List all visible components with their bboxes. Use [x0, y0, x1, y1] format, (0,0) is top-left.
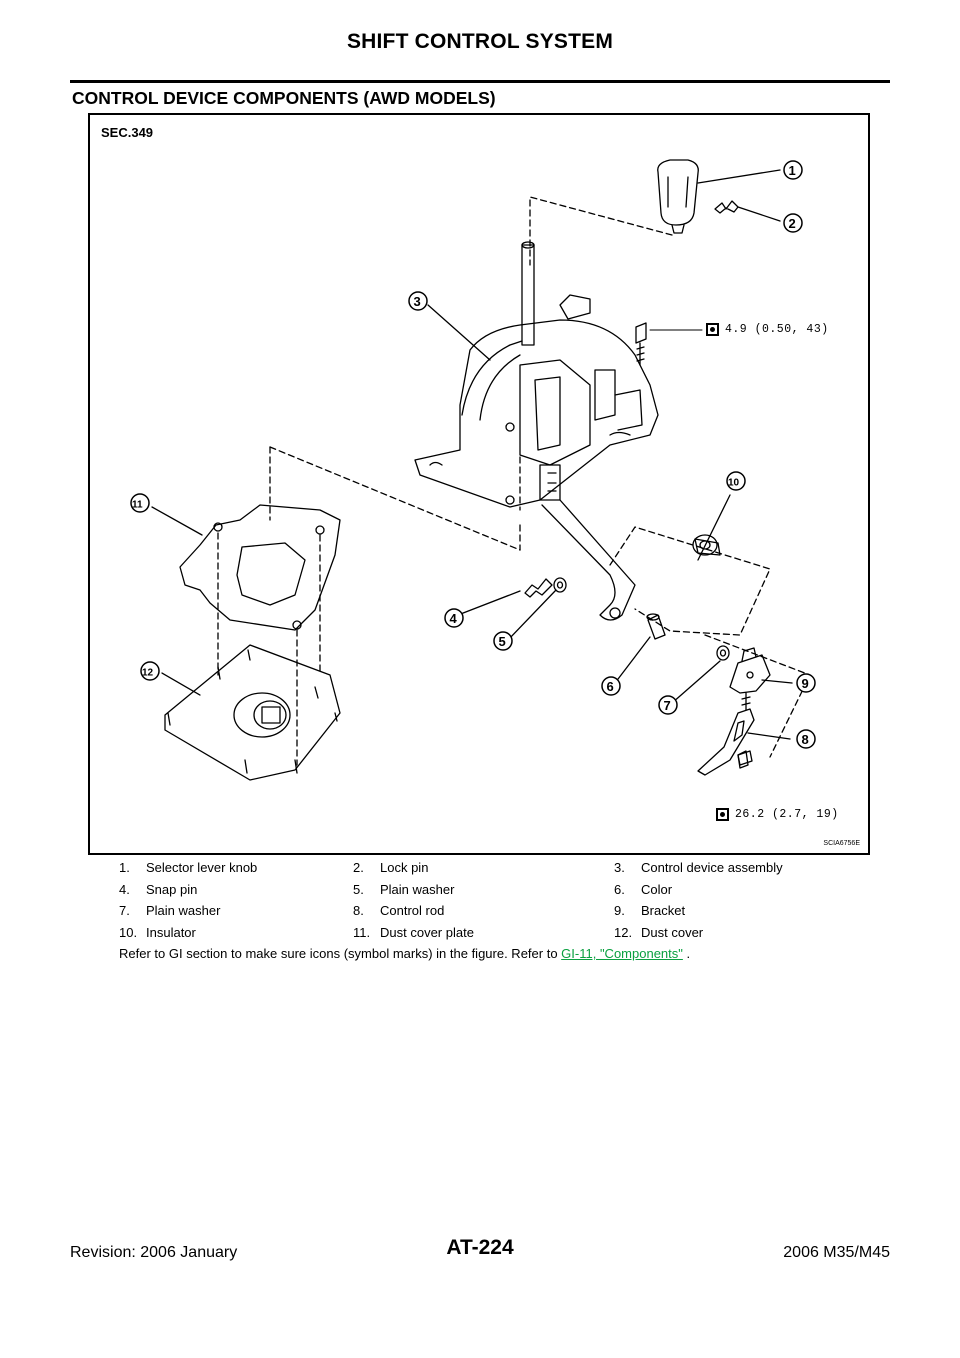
control-rod-drawing	[697, 708, 755, 776]
control-device-drawing	[414, 294, 659, 508]
color-collar-drawing	[646, 613, 666, 640]
callout-4: 4	[444, 608, 464, 628]
torque-spec-upper: 4.9 (0.50, 43)	[706, 323, 829, 336]
callout-1: 1	[783, 160, 803, 180]
section-code-label: SEC.349	[101, 125, 154, 140]
callout-3-label: 3	[414, 294, 421, 309]
torque-wrench-icon	[706, 323, 719, 336]
callout-10: 10	[726, 471, 746, 491]
callout-11: 11	[130, 493, 150, 513]
snap-pin-drawing	[524, 578, 553, 598]
selector-knob-drawing	[657, 159, 699, 234]
part-item: 9.Bracket	[614, 903, 686, 918]
part-item: 4.Snap pin	[119, 881, 198, 897]
callout-8-label: 8	[802, 732, 809, 747]
parts-legend: 1.Selector lever knob 2.Lock pin 3.Contr…	[119, 860, 886, 947]
dust-cover-drawing	[164, 644, 341, 781]
callout-2: 2	[783, 213, 803, 233]
bracket-drawing	[729, 647, 771, 711]
part-item: 11.Dust cover plate	[353, 924, 474, 940]
part-item: 7.Plain washer	[119, 903, 221, 918]
callout-balloons: 1 2 3 4 5 6 7 8 9 10 11 12	[130, 160, 816, 749]
part-item: 10.Insulator	[119, 924, 196, 940]
callout-5-label: 5	[499, 634, 506, 649]
revision-label: Revision: 2006 January	[70, 1244, 238, 1261]
model-label: 2006 M35/M45	[783, 1244, 890, 1261]
torque-lower-value: 26.2 (2.7, 19)	[735, 808, 839, 821]
part-item: 1.Selector lever knob	[119, 860, 258, 875]
lock-pin-drawing	[714, 200, 739, 214]
parts-row: 1.Selector lever knob 2.Lock pin 3.Contr…	[119, 860, 886, 882]
reference-note: Refer to GI section to make sure icons (…	[119, 946, 690, 961]
callout-7: 7	[658, 695, 678, 715]
callout-12-label: 12	[142, 668, 154, 679]
callout-3: 3	[408, 291, 428, 311]
callout-11-label: 11	[132, 500, 143, 511]
note-suffix: .	[682, 946, 691, 961]
callout-1-label: 1	[789, 163, 796, 178]
callout-4-label: 4	[450, 611, 458, 626]
parts-row: 7.Plain washer 8.Control rod 9.Bracket	[119, 903, 886, 925]
bolt-upper-drawing	[635, 322, 647, 366]
callout-2-label: 2	[789, 216, 796, 231]
bolt-lower-drawing	[737, 750, 749, 769]
note-text: Refer to GI section to make sure icons (…	[119, 946, 562, 961]
dust-cover-plate-drawing	[179, 504, 341, 631]
torque-wrench-icon	[716, 808, 729, 821]
part-item: 6.Color	[614, 881, 673, 897]
callout-6-label: 6	[607, 679, 614, 694]
component-figure: 1 2 3 4 5 6 7 8 9 10 11 12 SEC.349 4.9 (…	[88, 113, 870, 855]
page-header-title: SHIFT CONTROL SYSTEM	[346, 30, 614, 53]
washer-7-drawing	[716, 645, 730, 661]
part-item: 2.Lock pin	[353, 860, 429, 875]
washer-5-drawing	[553, 577, 567, 593]
part-item: 5.Plain washer	[353, 881, 455, 897]
callout-10-label: 10	[728, 478, 740, 489]
part-item: 8.Control rod	[353, 903, 445, 918]
part-item: 3.Control device assembly	[614, 860, 783, 875]
header-rule	[70, 80, 890, 83]
parts-row: 10.Insulator 11.Dust cover plate 12.Dust…	[119, 924, 886, 947]
components-link[interactable]: GI-11, "Components"	[561, 946, 683, 961]
figure-code: SCIA6756E	[823, 840, 860, 847]
callout-7-label: 7	[664, 698, 671, 713]
torque-spec-lower: 26.2 (2.7, 19)	[716, 808, 839, 821]
part-item: 12.Dust cover	[614, 924, 704, 940]
torque-upper-value: 4.9 (0.50, 43)	[725, 323, 829, 336]
parts-row: 4.Snap pin 5.Plain washer 6.Color	[119, 881, 886, 904]
callout-5: 5	[493, 631, 513, 651]
page-number: AT-224	[446, 1236, 514, 1259]
insulator-drawing	[692, 534, 721, 556]
callout-9-label: 9	[802, 676, 809, 691]
callout-12: 12	[140, 661, 160, 681]
callout-6: 6	[601, 676, 621, 696]
callout-9: 9	[796, 673, 816, 693]
callout-8: 8	[796, 729, 816, 749]
exploded-diagram: 1 2 3 4 5 6 7 8 9 10 11 12	[130, 159, 816, 781]
section-title: CONTROL DEVICE COMPONENTS (AWD MODELS)	[72, 88, 496, 108]
